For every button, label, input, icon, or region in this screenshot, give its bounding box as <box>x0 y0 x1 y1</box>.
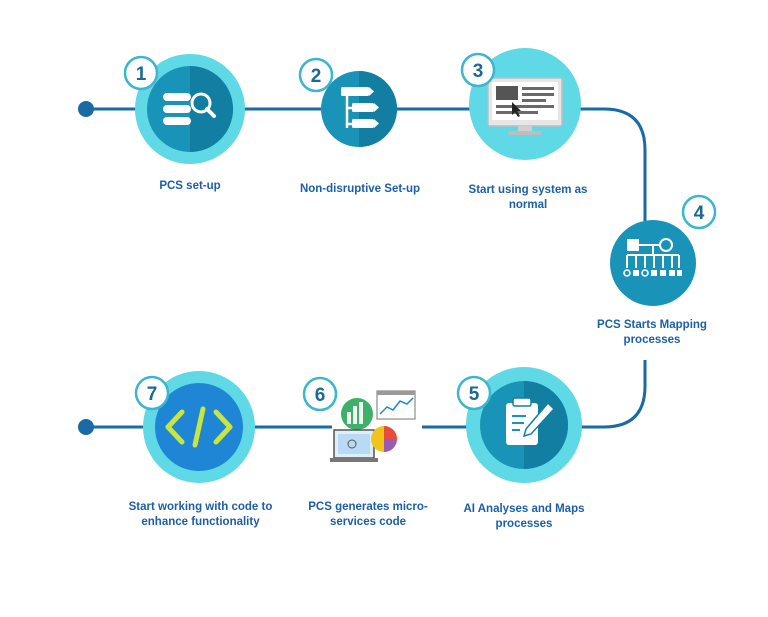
step-4-number: 4 <box>694 203 705 224</box>
step-4-label: PCS Starts Mapping processes <box>597 319 707 346</box>
step-3-label: Start using system as normal <box>468 184 588 211</box>
code-brackets-icon <box>165 406 233 448</box>
step-2-number: 2 <box>311 66 322 87</box>
process-map-icon <box>623 238 682 277</box>
step-7-label: Start working with code to enhance funct… <box>128 501 273 528</box>
step-2-badge: 2 <box>298 57 334 93</box>
step-1-number: 1 <box>136 64 147 85</box>
step-5-number: 5 <box>469 384 480 405</box>
step-6-label: PCS generates micro-services code <box>308 501 428 528</box>
connector-line <box>86 107 647 429</box>
step-5-label: AI Analyses and Maps processes <box>463 503 585 530</box>
step-5-badge: 5 <box>456 375 492 411</box>
step-3-badge: 3 <box>460 52 496 88</box>
step-6-node <box>330 390 422 462</box>
step-2-label: Non-disruptive Set-up <box>299 183 421 195</box>
step-6-badge: 6 <box>302 376 338 412</box>
start-dot <box>78 101 94 117</box>
step-4-badge: 4 <box>681 194 717 230</box>
step-4-node <box>610 220 696 306</box>
step-6-number: 6 <box>315 385 326 406</box>
step-7-node <box>143 371 255 483</box>
step-3-node <box>469 48 581 160</box>
step-7-number: 7 <box>147 384 158 405</box>
step-1-node <box>135 54 245 164</box>
end-dot <box>78 419 94 435</box>
clipboard-pen-icon <box>506 397 556 445</box>
computer-monitor-icon <box>487 77 563 135</box>
step-1-label: PCS set-up <box>159 180 221 192</box>
step-7-badge: 7 <box>134 375 170 411</box>
step-1-badge: 1 <box>123 55 159 91</box>
hierarchy-tags-icon <box>341 87 379 128</box>
analytics-dashboard-icon <box>330 390 416 462</box>
step-2-node <box>321 71 397 147</box>
step-5-node <box>466 367 582 483</box>
database-search-icon <box>163 92 216 125</box>
step-3-number: 3 <box>473 61 484 82</box>
